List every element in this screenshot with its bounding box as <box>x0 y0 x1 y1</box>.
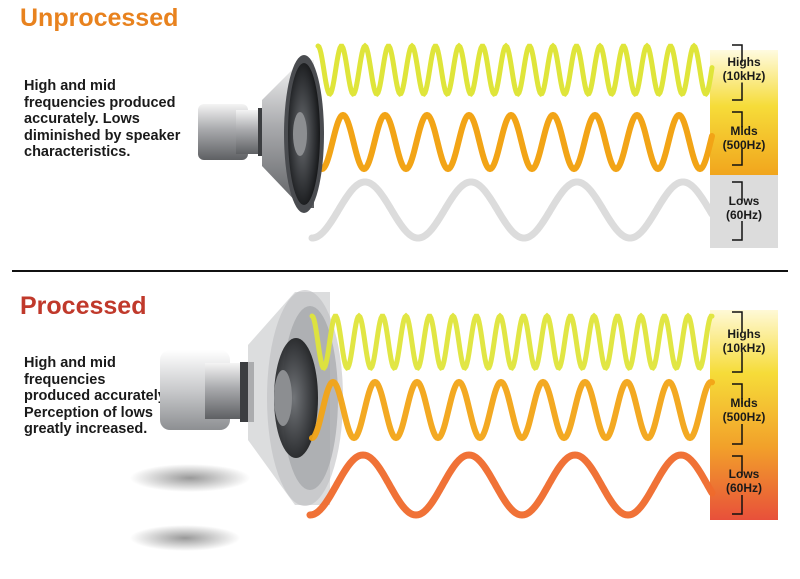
band-frequency: (60Hz) <box>725 208 762 222</box>
band-label-lows: Lows (60Hz) <box>711 467 777 495</box>
band-frequency: (60Hz) <box>725 481 762 495</box>
band-label-highs: Highs (10kHz) <box>711 55 777 83</box>
bracket-icon <box>732 383 743 445</box>
waveforms <box>308 42 716 242</box>
band-label-highs: Highs (10kHz) <box>711 327 777 355</box>
band-name: Mids <box>730 396 758 410</box>
level-bar-processed <box>710 310 778 520</box>
section-divider <box>12 270 788 272</box>
bracket-icon <box>732 111 743 166</box>
waveforms-processed <box>306 312 716 519</box>
mids-wave <box>319 111 715 173</box>
band-name: Highs <box>727 327 761 341</box>
bracket-icon <box>732 311 743 373</box>
lows-wave <box>306 451 716 519</box>
band-frequency: (500Hz) <box>722 138 766 152</box>
band-name: Lows <box>728 194 760 208</box>
unprocessed-heading: Unprocessed <box>20 4 179 32</box>
band-label-mids: Mids (500Hz) <box>711 124 777 152</box>
band-label-lows: Lows (60Hz) <box>711 194 777 222</box>
lows-level-bar-unprocessed <box>710 175 778 248</box>
band-label-mids: Mids (500Hz) <box>711 396 777 424</box>
band-frequency: (10kHz) <box>722 341 766 355</box>
speaker-icon <box>198 55 324 213</box>
unprocessed-description: High and mid frequencies produced accura… <box>24 78 181 160</box>
mids-wave <box>309 378 715 442</box>
band-name: Highs <box>727 55 761 69</box>
processed-description: High and mid frequencies produced accura… <box>24 355 169 437</box>
band-frequency: (500Hz) <box>722 410 766 424</box>
bracket-icon <box>732 455 743 515</box>
lows-wave <box>308 178 716 242</box>
brackets <box>732 44 743 515</box>
processed-heading: Processed <box>20 292 147 320</box>
highs-wave <box>315 42 715 97</box>
bracket-icon <box>732 181 743 241</box>
speaker-icon <box>130 290 343 551</box>
band-name: Mids <box>730 124 758 138</box>
band-name: Lows <box>728 467 760 481</box>
highs-wave <box>309 312 715 371</box>
band-frequency: (10kHz) <box>722 69 766 83</box>
bracket-icon <box>732 44 743 101</box>
level-bar-unprocessed <box>710 50 778 175</box>
